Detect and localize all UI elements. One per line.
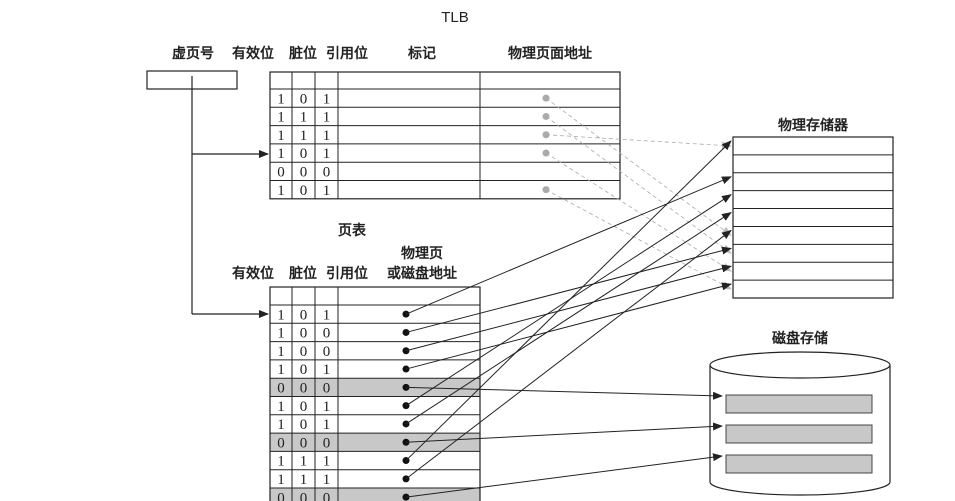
page-to-memory-arrow [405,176,732,315]
physical-memory [732,136,894,299]
tlb-ref-bit: 1 [323,110,331,126]
pt-ref-bit: 0 [323,435,331,451]
pt-dirty-bit: 0 [300,435,308,451]
tlb-dirty-bit: 0 [300,91,308,107]
page-to-disk-arrow [405,453,723,498]
pt-ref-bit: 1 [323,417,331,433]
pt-valid-bit: 1 [277,307,285,323]
page-to-disk-arrow [405,386,723,400]
page-to-memory-arrow [405,140,732,461]
page-to-memory-arrow [405,229,732,480]
disk-cylinder-top [709,351,891,379]
tlb-dirty-bit: 0 [300,165,308,181]
tlb-dirty-bit: 1 [300,128,308,144]
pt-dirty-bit: 0 [300,326,308,342]
page-to-memory-arrow [405,212,732,425]
tlb-dirty-bit: 1 [300,110,308,126]
tlb-valid-bit: 1 [277,128,285,144]
tlb-to-memory-link [545,97,732,236]
tlb-to-memory-link [545,152,732,272]
pt-dirty-bit: 1 [300,454,308,470]
disk-block [725,454,873,474]
page-to-memory-arrow [405,282,732,370]
page-table-title: 页表 [338,222,367,239]
physical-memory-title: 物理存储器 [778,117,849,134]
tlb-ref-bit: 1 [323,146,331,162]
pt-dirty-bit: 1 [300,472,308,488]
pt-dirty-bit: 0 [300,399,308,415]
page-table-shaded-row [270,488,480,501]
page-to-disk-arrow [405,422,723,443]
pt-ref-bit: 1 [323,472,331,488]
tlb-dirty-bit: 0 [300,146,308,162]
pt-ref-bit: 0 [323,344,331,360]
pt-ref-bit: 0 [323,326,331,342]
tlb-col-ref: 引用位 [326,45,368,62]
tlb-ref-bit: 1 [323,128,331,144]
pt-valid-bit: 0 [277,435,285,451]
pt-valid-bit: 1 [277,417,285,433]
page-table-shaded-row [270,433,480,452]
pt-dirty-bit: 0 [300,344,308,360]
tlb-to-memory-link [545,116,732,254]
tlb-valid-bit: 0 [277,165,285,181]
tlb-dirty-bit: 0 [300,183,308,199]
tlb-ref-bit: 0 [323,165,331,181]
pt-ref-bit: 0 [323,490,331,501]
tlb-col-phys-addr: 物理页面地址 [508,45,592,62]
pt-valid-bit: 1 [277,326,285,342]
tlb-border [269,71,621,200]
pt-valid-bit: 1 [277,454,285,470]
pt-valid-bit: 1 [277,362,285,378]
tlb-ref-bit: 1 [323,183,331,199]
pt-col-address-line1: 物理页 [401,245,443,262]
pt-ref-bit: 0 [323,381,331,397]
pt-col-valid: 有效位 [232,265,274,282]
pt-ref-bit: 1 [323,454,331,470]
pt-col-dirty: 脏位 [289,265,317,282]
pt-valid-bit: 0 [277,381,285,397]
disk-block [725,394,873,414]
pt-dirty-bit: 0 [300,490,308,501]
pt-dirty-bit: 0 [300,381,308,397]
pt-col-ref: 引用位 [326,265,368,282]
pt-dirty-bit: 0 [300,362,308,378]
pt-valid-bit: 0 [277,490,285,501]
page-to-memory-arrow [405,264,732,352]
tlb-to-memory-link [545,134,732,150]
tlb-col-tag: 标记 [407,45,436,62]
pt-ref-bit: 1 [323,399,331,415]
pt-ref-bit: 1 [323,307,331,323]
tlb-valid-bit: 1 [277,110,285,126]
tlb-ref-bit: 1 [323,91,331,107]
pt-valid-bit: 1 [277,344,285,360]
physical-memory-border [732,136,894,299]
tlb-valid-bit: 1 [277,183,285,199]
disk-block [725,424,873,444]
tlb-valid-bit: 1 [277,91,285,107]
pt-col-address-line2: 或磁盘地址 [387,265,457,282]
tlb-col-dirty: 脏位 [289,45,317,62]
tlb-links [545,97,732,290]
pt-ref-bit: 1 [323,362,331,378]
virtual-page-label: 虚页号 [172,45,214,62]
pt-dirty-bit: 0 [300,417,308,433]
tlb-title: TLB [441,9,469,26]
pt-dirty-bit: 0 [300,307,308,323]
pt-valid-bit: 1 [277,472,285,488]
tlb-valid-bit: 1 [277,146,285,162]
pt-valid-bit: 1 [277,399,285,415]
disk-storage [709,351,891,496]
tlb-to-memory-link [545,189,732,290]
disk-title: 磁盘存储 [772,330,828,347]
page-table-links [405,140,732,498]
page-to-memory-arrow [405,246,732,333]
tlb-col-valid: 有效位 [232,45,274,62]
